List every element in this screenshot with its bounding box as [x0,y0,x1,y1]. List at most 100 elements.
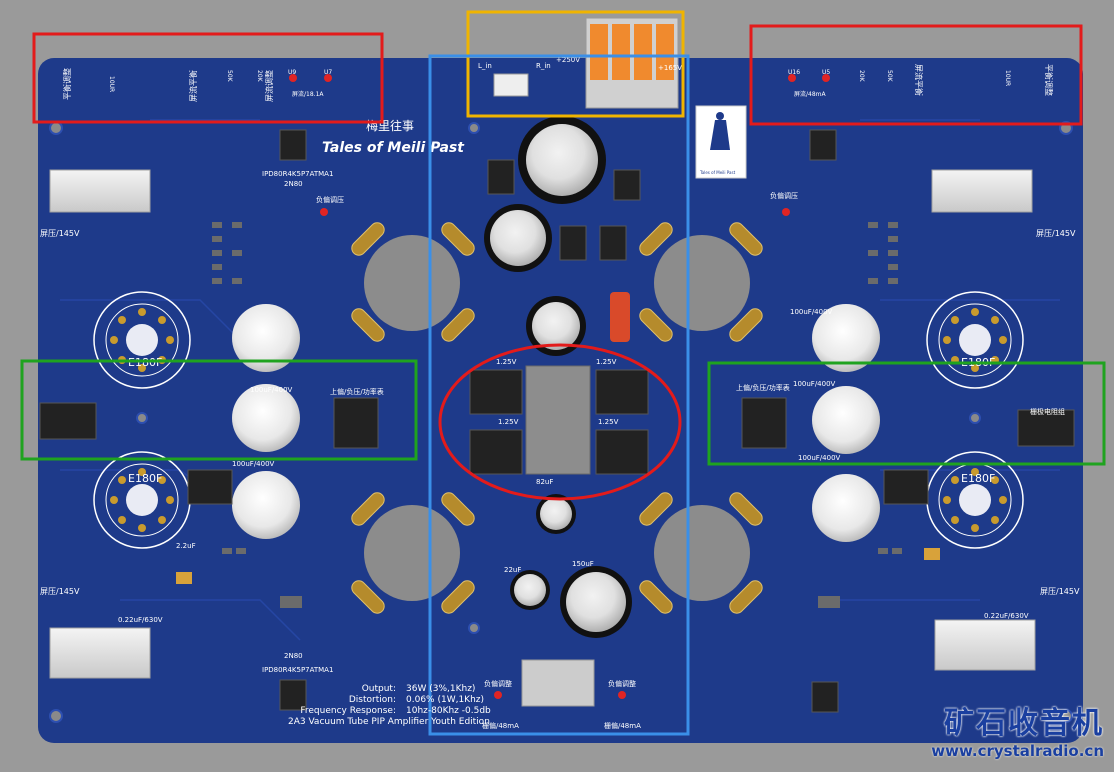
logo-caption: Tales of Meili Past [699,170,736,175]
logo-plaque [695,105,747,179]
slot-pad [441,222,475,256]
mosfet-label: 2N80 [284,180,303,188]
top-right-box-items: U16 U5 屏流/48mA 20K 50K 屏流平衡 10UR 平衡调整 [788,64,1054,98]
cap-label: 2.2uF [176,542,196,550]
tantalum-cap [924,548,940,560]
highlight-boxes [20,10,1106,736]
slot-pads [351,222,763,614]
cap-label: 0.22uF/630V [118,616,163,624]
film-capacitors [49,169,1036,679]
transformer-hole [654,505,750,601]
ic-package [487,159,515,195]
spec-subtitle: 2A3 Vacuum Tube PIP Amplifier Youth Edit… [288,717,490,727]
electrolytic-caps [232,116,880,638]
spec-key: Output: [361,684,396,694]
slot-pad [729,308,763,342]
box-item: 10UR [108,76,115,92]
opamp-label: 1.25V [496,358,517,366]
cap-electrolytic [232,471,300,539]
tube-socket-right-top: E180F [926,291,1024,389]
cap-electrolytic-top [566,572,626,632]
ic-package [595,429,649,475]
highlight-box-blue [428,54,690,736]
indicator-label: 栅偏/48mA [482,721,519,730]
box-item: 屏流/18.1A [292,90,324,98]
cap-electrolytic-top [526,124,598,196]
slot-pad [729,222,763,256]
slot-pad [639,222,673,256]
spec-key: Frequency Response: [300,706,396,716]
led-indicator [324,74,332,82]
ic-package [1017,409,1075,447]
slot-pad [351,308,385,342]
tube-socket-left-top: E180F [93,291,191,389]
led-indicator [320,208,328,216]
top-left-box-items: 平衡调整 10UR 屏流平衡 50K 20K 屏流调整 U9 U7 屏流/18.… [62,68,332,102]
ic-package [469,429,523,475]
tube-label: E180F [961,472,995,485]
power-label: +165V [658,64,682,72]
cap-electrolytic [232,304,300,372]
box-item: U7 [324,69,332,76]
orange-capacitor [610,292,630,342]
power-label: R_in [536,62,551,70]
tantalum-cap [176,572,192,584]
box-item: 20K [858,70,865,83]
indicator-label: 上偏/负压/功率表 [736,383,790,392]
highlight-box-yellow [466,10,685,118]
slot-pad [441,580,475,614]
highlight-ellipse-red [438,343,682,501]
watermark-text: 矿石收音机 [944,706,1104,741]
box-item: 屏流平衡 [188,70,198,102]
led-indicator [822,74,830,82]
side-label-rt: 屏压/145V [1036,229,1076,238]
side-label-lb: 屏压/145V [40,587,80,596]
tube-socket-right-bottom: E180F [926,451,1024,549]
side-label-rb: 屏压/145V [1040,587,1080,596]
cap-electrolytic-top [540,498,572,530]
cap-electrolytic [232,384,300,452]
indicator-label: 负偏调整 [608,679,636,688]
cap-electrolytic-top [514,574,546,606]
ic-package [613,169,641,201]
cap-electrolytic [812,304,880,372]
indicator-label: 负偏调压 [770,191,798,200]
watermark-url: www.crystalradio.cn [931,742,1104,760]
led-indicators [289,74,830,699]
box-item: 平衡调整 [62,68,72,100]
led-indicator [782,208,790,216]
ic-package [811,681,839,713]
spec-row: Distortion:0.06% (1W,1Khz) [278,695,491,706]
slot-pad [351,222,385,256]
spec-row: Output: 36W (3%,1Khz) [278,684,491,695]
cap-label: 100uF/400V [790,308,833,316]
ic-package [39,402,97,440]
indicator-label: 上偏/负压/功率表 [330,387,384,396]
indicator-label: 负偏调压 [316,195,344,204]
slot-pad [351,580,385,614]
cap-label: 100uF/400V [232,460,275,468]
spec-row: Frequency Response:10hz-80Khz -0.5db [278,706,490,717]
box-item: 屏流平衡 [914,64,924,96]
cap-label: 150uF [572,560,594,568]
cap-label: 100uF/400V [250,386,293,394]
ic-packages [39,129,1075,713]
spec-value: 36W (3%,1Khz) [406,684,476,694]
box-item: 50K [226,70,233,83]
cap-label: 0.22uF/630V [984,612,1029,620]
tube-label: E180F [128,472,162,485]
indicator-label: 栅极电阻组 [1030,407,1065,416]
box-item: 10UR [1004,70,1011,86]
ic-package [599,225,627,261]
mount-hole [49,709,63,723]
transformer-hole [364,235,460,331]
side-label-lt: 屏压/145V [40,229,80,238]
opamp-label: 1.25V [598,418,619,426]
slot-pad [639,580,673,614]
mosfet-label: IPD80R4K5P7ATMA1 [262,170,333,178]
mount-hole [1059,709,1073,723]
power-label: L_in [478,62,492,70]
box-item: 屏流/48mA [794,90,827,98]
ic-package [809,129,837,161]
